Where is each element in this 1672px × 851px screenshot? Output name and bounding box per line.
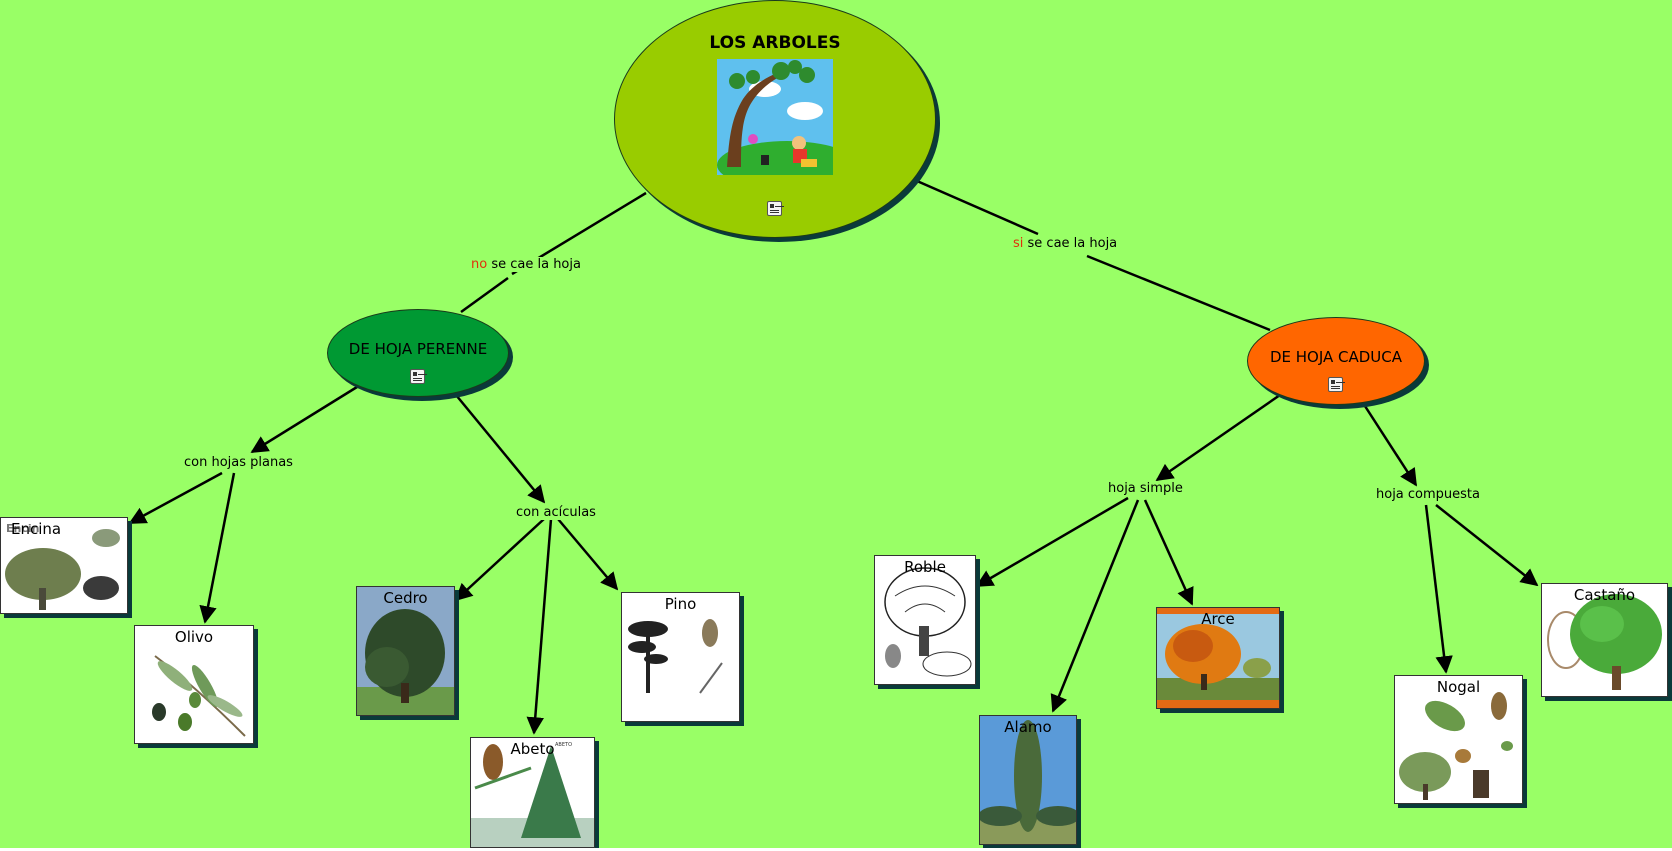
tree-label-roble: Roble — [904, 558, 946, 576]
link-label-con-hojas-planas: con hojas planas — [184, 455, 293, 470]
link-label-con-aciculas: con acículas — [516, 505, 596, 520]
link-text-right: se cae la hoja — [1023, 236, 1118, 251]
tree-card-alamo[interactable]: Alamo — [979, 715, 1077, 845]
connector-right-caduca — [1086, 254, 1271, 332]
connector-caduca-simple — [1155, 393, 1281, 482]
link-label-si-se-cae: si se cae la hoja — [1012, 236, 1119, 251]
document-icon[interactable] — [1328, 377, 1343, 392]
child-planting-tree-image — [717, 59, 833, 175]
tree-card-arce[interactable]: Arce — [1156, 607, 1280, 709]
tree-card-pino[interactable]: Pino — [621, 592, 740, 722]
connector-compuesta-castano — [1435, 504, 1539, 587]
tree-card-olivo[interactable]: Olivo — [134, 625, 254, 744]
tree-label-alamo: Alamo — [1004, 718, 1052, 736]
page-bottom-edge — [0, 848, 1672, 851]
tree-label-abeto: Abeto — [510, 740, 555, 758]
link-label-hoja-compuesta: hoja compuesta — [1376, 487, 1480, 502]
document-icon[interactable] — [410, 369, 425, 384]
perenne-node[interactable]: DE HOJA PERENNE — [327, 309, 509, 397]
tree-card-roble[interactable]: Roble — [874, 555, 976, 685]
root-node[interactable]: LOS ARBOLES — [614, 0, 936, 238]
connector-aciculas-cedro — [454, 518, 545, 602]
tree-card-nogal[interactable]: Nogal — [1394, 675, 1523, 804]
roble-illustration — [884, 567, 972, 677]
olivo-illustration — [152, 655, 246, 737]
encina-illustration: Encin — [5, 522, 120, 610]
tree-label-cedro: Cedro — [383, 589, 428, 607]
svg-text:ABETO: ABETO — [555, 742, 572, 748]
link-text-left: se cae la hoja — [487, 257, 581, 272]
arce-illustration — [1157, 614, 1279, 708]
tree-card-cedro[interactable]: Cedro — [356, 586, 455, 716]
tree-label-castano: Castaño — [1573, 586, 1636, 604]
abeto-illustration: ABETO — [471, 742, 594, 847]
connector-caduca-compuesta — [1361, 402, 1418, 487]
connector-planas-olivo — [199, 472, 236, 624]
castano-illustration — [1547, 594, 1662, 690]
connector-simple-alamo — [1050, 499, 1140, 713]
tree-label-arce: Arce — [1201, 610, 1235, 628]
caduca-node[interactable]: DE HOJA CADUCA — [1247, 317, 1425, 405]
connector-planas-encina — [128, 471, 223, 525]
nogal-illustration — [1399, 692, 1513, 800]
link-label-no-se-cae: no se cae la hoja — [470, 257, 582, 272]
connector-left-perenne — [460, 276, 509, 314]
perenne-title: DE HOJA PERENNE — [348, 340, 488, 358]
connector-perenne-aciculas — [455, 394, 546, 504]
tree-label-pino: Pino — [664, 595, 697, 613]
tree-card-encina[interactable]: Encin Encina — [0, 517, 128, 614]
tree-label-olivo: Olivo — [174, 628, 214, 646]
connector-compuesta-nogal — [1424, 504, 1453, 674]
pino-illustration — [628, 619, 723, 694]
alamo-illustration — [980, 720, 1076, 844]
tree-card-castano[interactable]: Castaño — [1541, 583, 1668, 697]
caduca-title: DE HOJA CADUCA — [1269, 348, 1403, 366]
root-title: LOS ARBOLES — [709, 33, 841, 53]
connector-root-right — [916, 179, 1039, 236]
link-highlight-no: no — [471, 257, 488, 272]
document-icon[interactable] — [767, 201, 782, 216]
connector-aciculas-pino — [557, 518, 619, 591]
link-highlight-si: si — [1013, 236, 1024, 251]
tree-card-abeto[interactable]: ABETO Abeto — [470, 737, 595, 848]
connector-simple-roble — [975, 496, 1129, 588]
tree-label-encina: Encina — [11, 520, 62, 538]
connector-simple-arce — [1143, 499, 1194, 606]
connector-perenne-planas — [250, 385, 358, 454]
tree-label-nogal: Nogal — [1436, 678, 1481, 696]
encina-watermark-text: Encin — [6, 522, 39, 535]
cedro-illustration — [357, 609, 454, 715]
connector-aciculas-abeto — [526, 518, 553, 735]
link-label-hoja-simple: hoja simple — [1108, 481, 1183, 496]
